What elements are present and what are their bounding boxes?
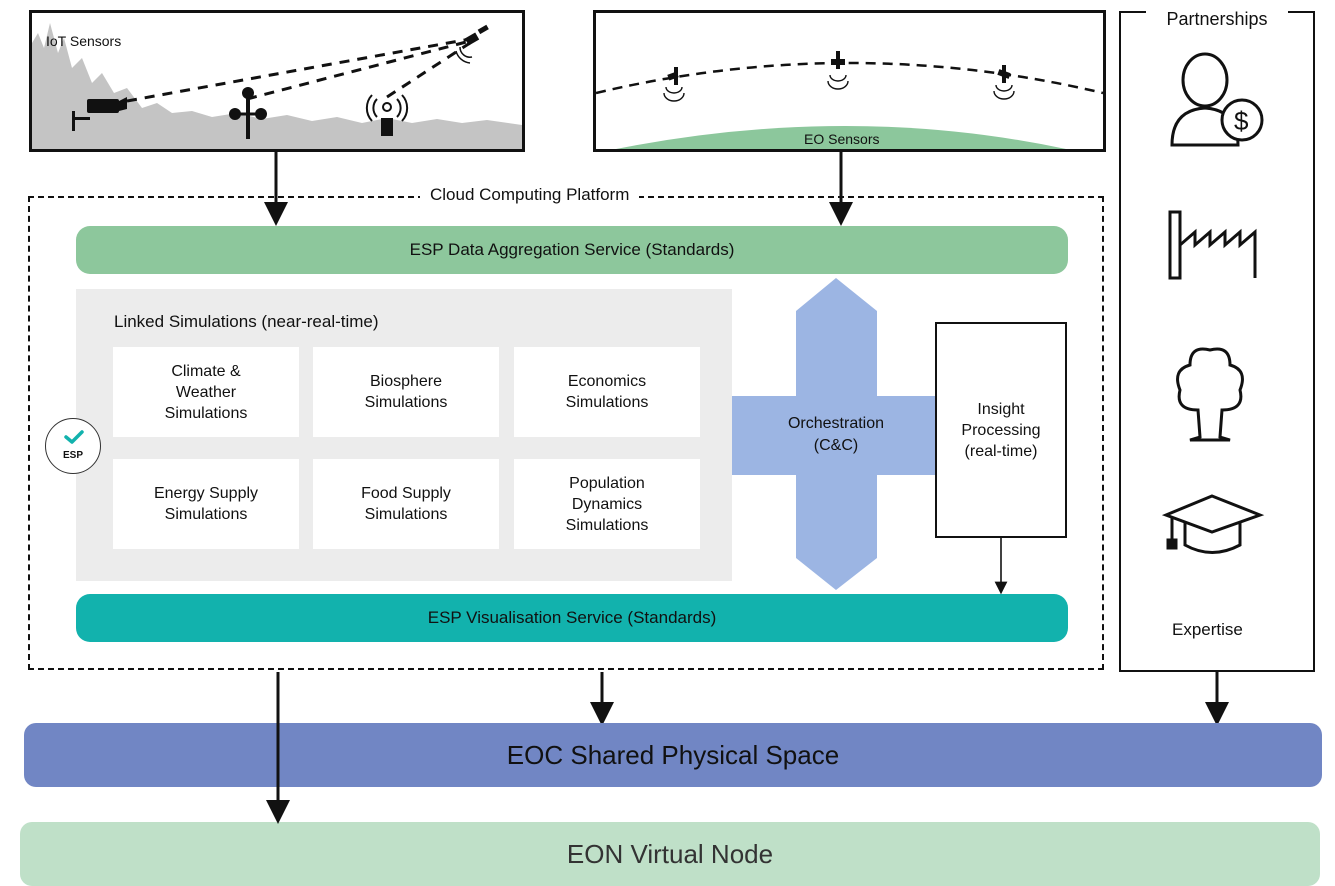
eoc-label: EOC Shared Physical Space bbox=[506, 739, 840, 770]
climate-weather-simulations: Climate & Weather Simulations bbox=[113, 347, 299, 437]
orchestration-line2: (C&C) bbox=[813, 437, 859, 454]
data-aggregation-service: ESP Data Aggregation Service (Standards) bbox=[76, 226, 1068, 274]
esp-badge-label: ESP bbox=[62, 450, 83, 461]
visualisation-service: ESP Visualisation Service (Standards) bbox=[76, 594, 1068, 642]
security-camera-icon bbox=[72, 97, 127, 131]
orchestration-label: Orchestration (C&C) bbox=[752, 413, 920, 457]
cloud-platform-title: Cloud Computing Platform bbox=[420, 185, 640, 205]
population-dynamics-simulations: Population Dynamics Simulations bbox=[514, 459, 700, 549]
economics-simulations: Economics Simulations bbox=[514, 347, 700, 437]
forest-silhouette bbox=[32, 23, 522, 149]
eoc-shared-physical-space: EOC Shared Physical Space bbox=[24, 723, 1322, 787]
earth-surface bbox=[616, 126, 1066, 149]
visualisation-label: ESP Visualisation Service (Standards) bbox=[427, 608, 717, 627]
iot-sensors-panel: IoT Sensors bbox=[29, 10, 525, 152]
satellite-center-icon bbox=[827, 51, 849, 90]
orchestration-line1: Orchestration bbox=[787, 415, 885, 432]
satellite-orbit bbox=[596, 61, 1103, 95]
eo-sensors-panel: EO Sensors bbox=[593, 10, 1106, 152]
graduation-cap-icon bbox=[1161, 494, 1265, 554]
investor-icon: $ bbox=[1170, 52, 1264, 147]
factory-icon bbox=[1168, 210, 1257, 280]
satellite-right-icon bbox=[993, 65, 1015, 100]
data-aggregation-label: ESP Data Aggregation Service (Standards) bbox=[409, 240, 735, 259]
insight-processing-box: Insight Processing (real-time) bbox=[935, 322, 1067, 538]
satellite-icon bbox=[455, 24, 489, 64]
anemometer-icon bbox=[229, 87, 267, 139]
linked-simulations-title: Linked Simulations (near-real-time) bbox=[114, 312, 379, 331]
biosphere-simulations: Biosphere Simulations bbox=[313, 347, 499, 437]
tree-icon bbox=[1176, 347, 1244, 442]
eon-virtual-node: EON Virtual Node bbox=[20, 822, 1320, 886]
energy-supply-simulations: Energy Supply Simulations bbox=[113, 459, 299, 549]
checkmark-icon bbox=[64, 430, 84, 444]
esp-badge: ESP bbox=[45, 418, 101, 474]
iot-sensors-label: IoT Sensors bbox=[46, 33, 122, 49]
partnerships-title: Partnerships bbox=[1146, 9, 1288, 30]
eo-sensors-label: EO Sensors bbox=[804, 131, 880, 147]
expertise-label: Expertise bbox=[1172, 620, 1243, 639]
eon-label: EON Virtual Node bbox=[566, 838, 774, 869]
eo-sensors-illustration bbox=[596, 51, 1103, 149]
food-supply-simulations: Food Supply Simulations bbox=[313, 459, 499, 549]
radio-sensor-icon bbox=[365, 94, 409, 136]
svg-text:$: $ bbox=[1234, 106, 1249, 136]
iot-sensors-illustration bbox=[32, 23, 522, 149]
satellite-left-icon bbox=[663, 67, 685, 102]
